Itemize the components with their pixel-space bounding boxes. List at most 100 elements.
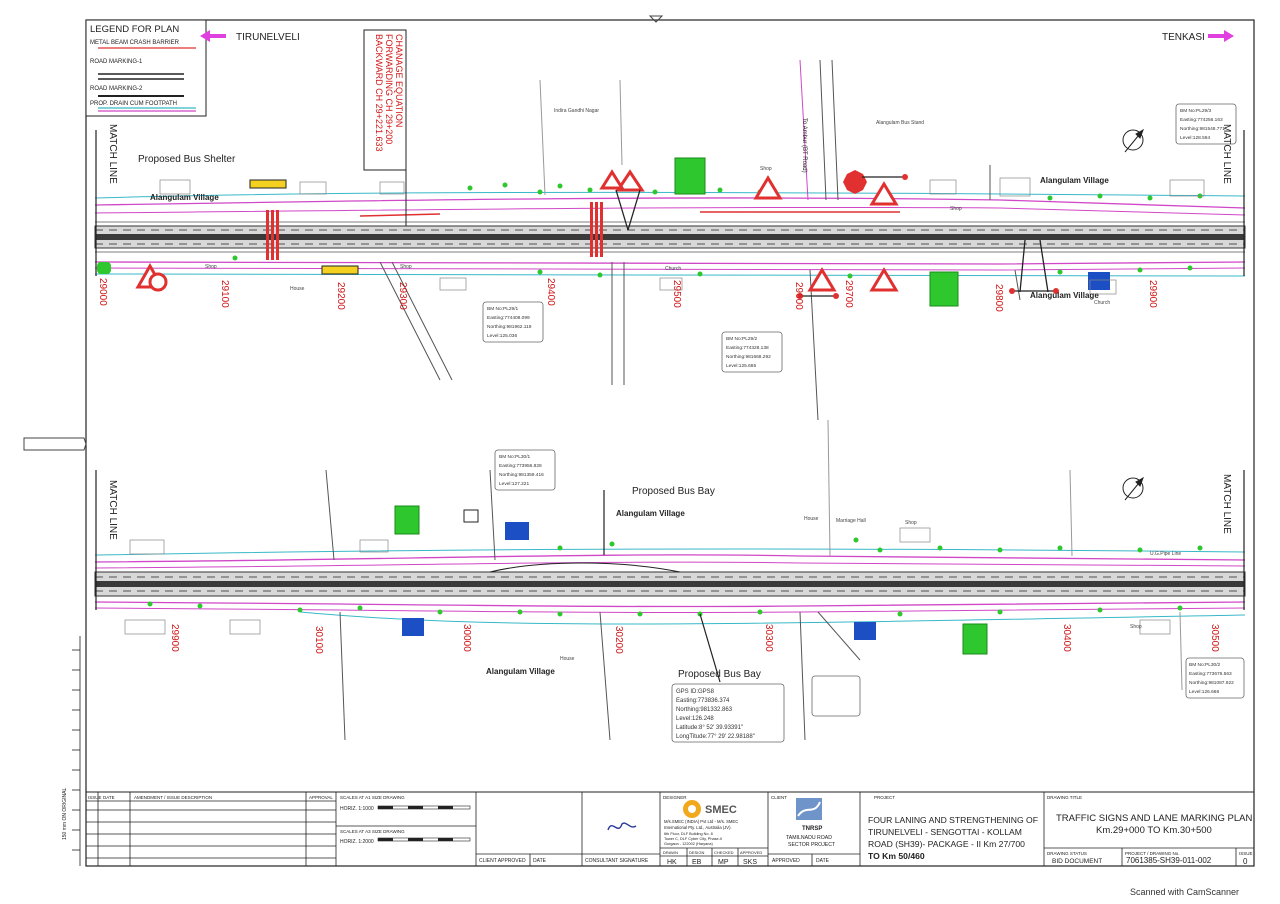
center-mark-left: [23, 437, 87, 451]
tnrsp-logo: [796, 798, 822, 820]
legend-item-drain-footpath: PROP. DRAIN CUM FOOTPATH: [90, 101, 177, 107]
chainage-note-box: [363, 29, 407, 171]
chainage-bottom-6: 30500: [1209, 624, 1220, 652]
label-house-1: House: [290, 286, 305, 292]
chainage-top-6: 29600: [793, 282, 804, 310]
project-no-value: 7061385-SH39-011-002: [1126, 856, 1212, 865]
label-village-3: Alangulam Village: [1030, 291, 1099, 300]
scale-a3-label: SCALES AT A3 SIZE DRAWING: [340, 829, 405, 834]
client-name-1: SECTOR PROJECT: [788, 842, 836, 848]
bm2-line1: Easting:774328.138: [726, 345, 769, 351]
direction-sign-icon-2: [929, 271, 959, 307]
smec-name: SMEC: [705, 804, 737, 816]
chainage-bottom-0: 29900: [169, 624, 180, 652]
drawing-title-1: Km.29+000 TO Km.30+500: [1096, 825, 1212, 836]
chainage-top-5: 29500: [671, 280, 682, 308]
smec-logo: [683, 800, 701, 818]
design-value: EB: [692, 859, 702, 866]
client-approved-2: APPROVED: [772, 858, 800, 864]
gps-line5: LongTitude:77° 29' 22.98188": [676, 734, 755, 740]
bus-stop-sign-icon: [1088, 272, 1110, 290]
bm0-line1: Easting:774256.163: [1180, 117, 1223, 123]
rev-header-date: DATE: [103, 795, 115, 800]
legend-item-crash-barrier: METAL BEAM CRASH BARRIER: [90, 40, 180, 46]
bm2-line2: Northing:981668.292: [726, 354, 771, 360]
drawn-header: DRAWN: [663, 850, 678, 855]
match-line-bottom-left: MATCH LINE: [107, 480, 118, 540]
label-church: Church: [665, 266, 681, 272]
label-church-2: Church: [1094, 300, 1110, 306]
client-approved: CLIENT APPROVED: [479, 858, 526, 864]
sheet-border: [85, 19, 1255, 867]
label-indira-nagar: Indira Gandhi Nagar: [554, 108, 599, 114]
chainage-top-4: 29400: [545, 278, 556, 306]
direction-sign-icon-3: [394, 505, 420, 535]
smec-address-2: 6th Floor, DLF Building No. 8: [664, 832, 713, 836]
bm1-line2: Northing:981962.119: [487, 324, 532, 330]
rev-header-approval: APPROVAL: [309, 795, 333, 800]
tnrsp-label: TNRSP: [802, 826, 822, 832]
label-up-pipe-line: U.G.Pipe Line: [1150, 551, 1181, 557]
project-title-0: FOUR LANING AND STRENGTHENING OF: [868, 815, 1038, 825]
chainage-top-9: 29900: [1147, 280, 1158, 308]
label-house-2: House: [804, 516, 819, 522]
chainage-bottom-2: 30100: [313, 626, 324, 654]
chainage-bottom-3: 30200: [613, 626, 624, 654]
arrow-left-icon: [200, 30, 226, 42]
designer-label: DESIGNER: [663, 795, 687, 800]
side-note: 150 mm ON ORIGINAL: [62, 788, 68, 840]
drawn-value: HK: [667, 859, 677, 866]
top-plan: [94, 59, 1246, 421]
match-line-top-right: MATCH LINE: [1221, 124, 1232, 184]
direction-sign-icon: [674, 157, 706, 195]
bm0-line2: Northing:981548.771: [1180, 126, 1225, 132]
legend-item-road-marking-2: ROAD MARKING-2: [90, 86, 143, 92]
gps-line2: Northing:981332.863: [676, 707, 733, 713]
label-shop-4: Shop: [950, 206, 962, 212]
chainage-top-7: 29700: [843, 280, 854, 308]
checked-value: MP: [718, 859, 729, 866]
label-marriage-hall: Marriage Hall: [836, 518, 866, 524]
speed-limit-icon: [148, 272, 168, 292]
rev-header-desc: AMENDMENT / ISSUE DESCRIPTION: [134, 795, 212, 800]
label-proposed-bus-shelter: Proposed Bus Shelter: [138, 154, 236, 165]
label-village-2: Alangulam Village: [1040, 176, 1109, 185]
client-approved-date-2: DATE: [816, 858, 830, 864]
project-title-3: TO Km 50/460: [868, 851, 925, 861]
project-title-2: ROAD (SH39)- PACKAGE - II Km 27/700: [868, 839, 1025, 849]
hazard-marker-icon: [249, 179, 359, 275]
bm2-line3: Level:125.665: [726, 363, 756, 369]
chainage-note-line-2: FORWARDING CH 29+200: [384, 34, 394, 144]
direction-right-label: TENKASI: [1162, 32, 1205, 43]
consultant-signature: [607, 822, 637, 831]
match-line-bottom-right: MATCH LINE: [1221, 474, 1232, 534]
drawing-status-value: BID DOCUMENT: [1052, 858, 1102, 865]
label-village-5: Alangulam Village: [486, 667, 555, 676]
chainage-bottom-4: 30300: [763, 624, 774, 652]
arrow-right-icon: [1208, 30, 1234, 42]
bm3-line3: Level:127.221: [499, 481, 529, 487]
chainage-top-3: 29300: [397, 282, 408, 310]
north-arrow-icon: [1122, 128, 1144, 153]
label-shop-6: Shop: [1130, 624, 1142, 630]
chainage-bottom-1: 30000: [461, 624, 472, 652]
chainage-note-line-3: BACKWARD CH 29+221.633: [374, 34, 384, 151]
footer-scanned: Scanned with CamScanner: [1130, 887, 1239, 897]
stop-sign-icon: [843, 170, 867, 194]
bm1-line3: Level:125.036: [487, 333, 517, 339]
bm3-line1: Easting:773956.828: [499, 463, 542, 469]
bm0-line3: Level:128.594: [1180, 135, 1210, 141]
label-shop-3: Shop: [760, 166, 772, 172]
direction-sign-icon-4: [962, 623, 988, 655]
drawing-title-label: DRAWING TITLE: [1047, 795, 1082, 800]
project-title-1: TIRUNELVELI - SENGOTTAI - KOLLAM: [868, 827, 1022, 837]
label-shop-2: Shop: [400, 264, 412, 270]
drawing-title-0: TRAFFIC SIGNS AND LANE MARKING PLAN: [1056, 813, 1253, 824]
bm3-line2: Northing:981359.416: [499, 472, 544, 478]
checked-header: CHECKED: [714, 850, 734, 855]
chainage-top-8: 29800: [993, 284, 1004, 312]
legend-box: [85, 19, 207, 117]
gps-line0: GPS ID:GPS8: [676, 689, 715, 695]
label-to-ambur: To Ambur (BT Road): [801, 118, 807, 173]
